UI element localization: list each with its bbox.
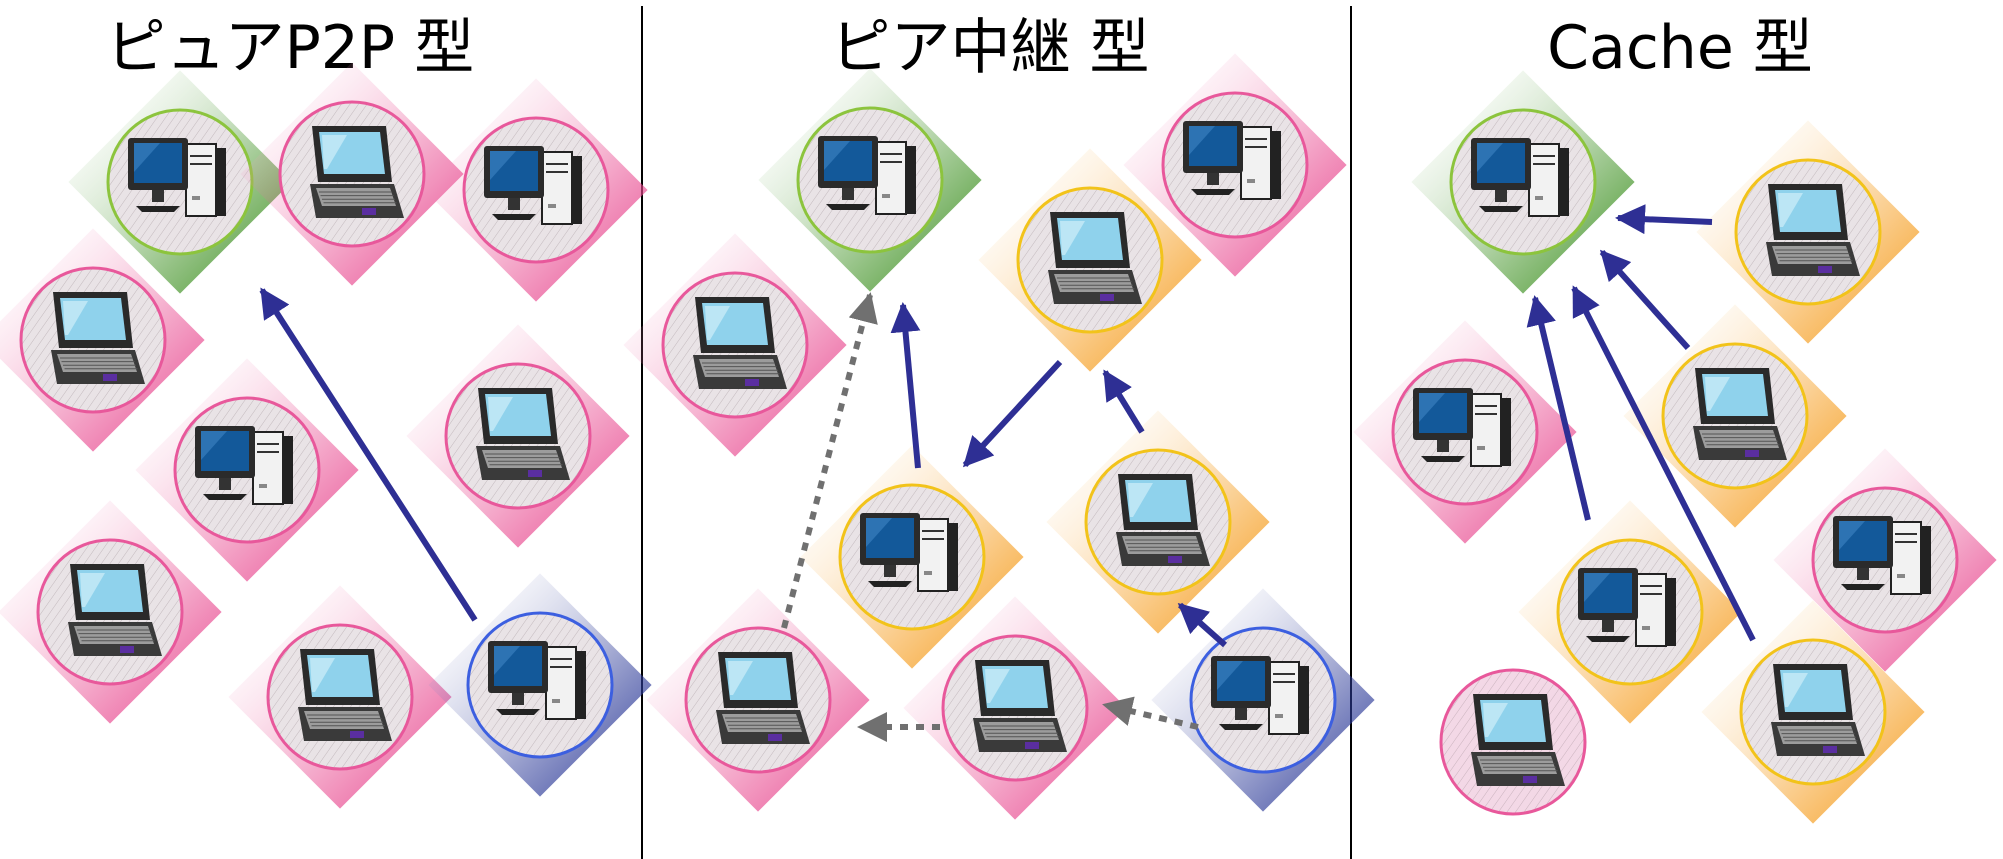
blue-desktop-node (428, 573, 652, 797)
transfer-arrow (1102, 369, 1145, 434)
pink-laptop-node (406, 324, 630, 548)
desktop-pc-icon (1471, 138, 1569, 217)
laptop-icon (1766, 184, 1860, 276)
desktop-pc-icon (488, 641, 586, 720)
panel-divider (1350, 6, 1352, 859)
laptop-icon (1471, 694, 1565, 786)
desktop-pc-icon (1833, 516, 1931, 595)
panel-title-peer-relay: ピア中継 型 (830, 13, 1150, 83)
transfer-arrow (1571, 285, 1756, 642)
laptop-icon (1116, 474, 1210, 566)
desktop-pc-icon (1413, 388, 1511, 467)
laptop-icon (298, 649, 392, 741)
panel-title-cache: Cache 型 (1547, 13, 1813, 83)
laptop-icon (716, 652, 810, 744)
pink-laptop-node (646, 588, 870, 812)
desktop-pc-icon (1211, 656, 1309, 735)
transfer-arrow (1599, 249, 1691, 351)
blue-desktop-node (1151, 588, 1375, 812)
pink-desktop-node (135, 358, 359, 582)
orange-laptop-node (1046, 410, 1270, 634)
desktop-pc-icon (1578, 568, 1676, 647)
laptop-icon (973, 660, 1067, 752)
pink-laptop-node (240, 62, 464, 286)
green-desktop-node (1411, 70, 1635, 294)
transfer-arrow (1615, 204, 1713, 235)
panel-divider (641, 6, 643, 859)
transfer-arrow (259, 287, 478, 622)
desktop-pc-icon (818, 136, 916, 215)
transfer-arrow (1526, 295, 1591, 521)
panel-title-pure-p2p: ピュアP2P 型 (105, 13, 475, 83)
pink-desktop-node (1353, 320, 1577, 544)
laptop-icon (68, 564, 162, 656)
pink-laptop-node (0, 500, 222, 724)
green-desktop-node (68, 70, 292, 294)
laptop-icon (476, 388, 570, 480)
pink-desktop-node (424, 78, 648, 302)
desktop-pc-icon (860, 513, 958, 592)
laptop-icon (51, 292, 145, 384)
pink-laptop-node (623, 233, 847, 457)
laptop-icon (1693, 368, 1787, 460)
laptop-icon (1048, 212, 1142, 304)
laptop-icon (310, 126, 404, 218)
pink-laptop-node (1439, 668, 1587, 816)
desktop-pc-icon (484, 146, 582, 225)
transfer-arrow (962, 359, 1063, 468)
laptop-icon (693, 297, 787, 389)
laptop-icon (1771, 664, 1865, 756)
pink-laptop-node (228, 585, 452, 809)
transfer-arrow (1177, 602, 1227, 648)
green-desktop-node (758, 68, 982, 292)
desktop-pc-icon (1183, 121, 1281, 200)
transfer-arrow (890, 302, 921, 469)
desktop-pc-icon (128, 138, 226, 217)
pink-laptop-node (0, 228, 205, 452)
desktop-pc-icon (195, 426, 293, 505)
